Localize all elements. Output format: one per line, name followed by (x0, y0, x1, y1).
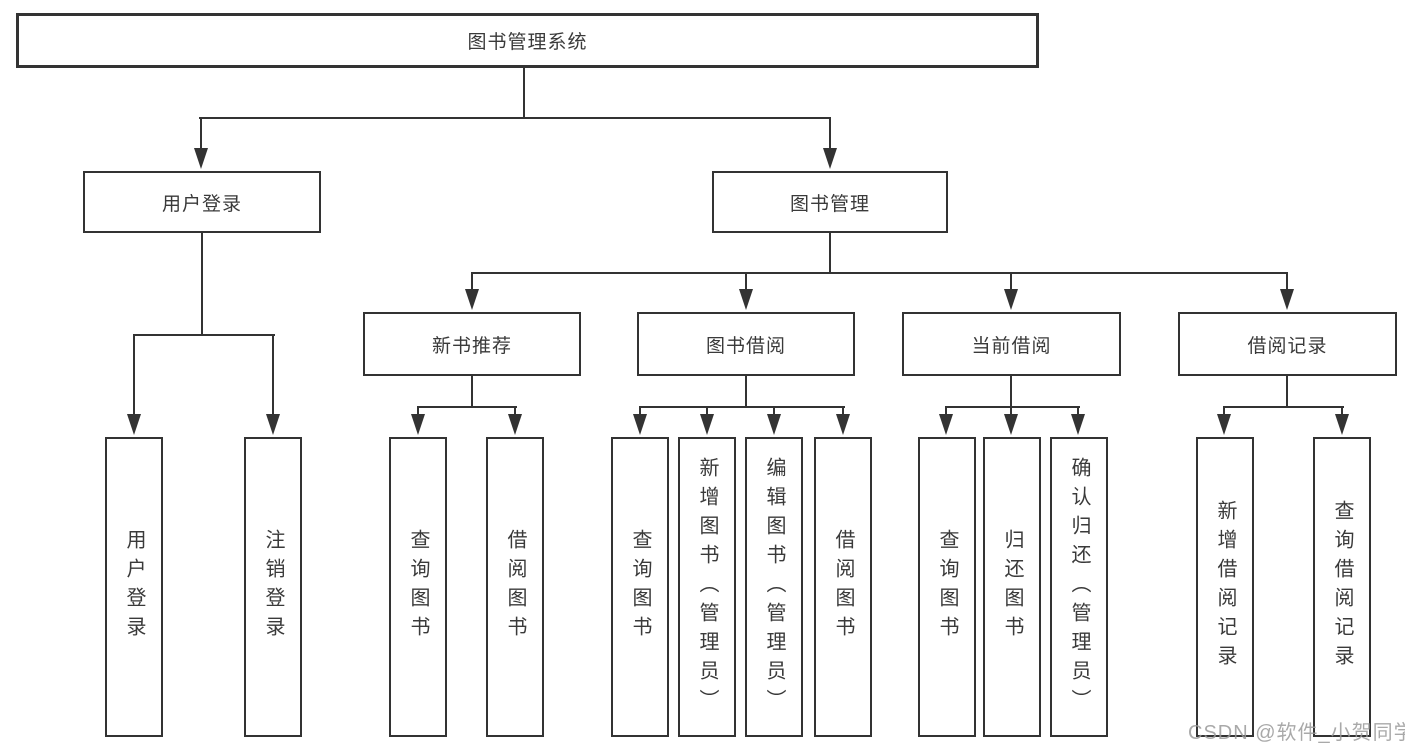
leaf-query-books-3: 查询图书 (918, 437, 976, 737)
node-label: 用户登录 (161, 193, 242, 215)
connector-drop-level2 (1286, 272, 1288, 292)
connector-level2-split (471, 272, 1288, 274)
leaf-logout: 注销登录 (244, 437, 302, 737)
connector-split (1223, 406, 1344, 408)
arrow-down-icon (508, 414, 522, 435)
leaf-confirm-return-admin: 确认归还（管理员） (1050, 437, 1108, 737)
leaf-borrow-books: 借阅图书 (486, 437, 544, 737)
connector-drop-level2 (1010, 272, 1012, 292)
arrow-down-icon (127, 414, 141, 435)
arrow-down-icon (739, 289, 753, 310)
arrow-down-icon (823, 148, 837, 169)
node-book-borrow: 图书借阅 (637, 312, 855, 376)
node-label: 图书管理系统 (467, 32, 588, 53)
connector-level1-split (199, 117, 831, 119)
arrow-down-icon (1004, 414, 1018, 435)
connector-drop-leaf (1077, 406, 1079, 418)
connector-drop-level2 (745, 272, 747, 292)
arrow-down-icon (411, 414, 425, 435)
node-root-library-system: 图书管理系统 (16, 13, 1039, 68)
connector-trunk (1010, 376, 1012, 408)
arrow-down-icon (1004, 289, 1018, 310)
arrow-down-icon (1071, 414, 1085, 435)
connector-trunk (745, 376, 747, 408)
leaf-label: 新增图书（管理员） (696, 456, 718, 718)
connector-drop-user-login (200, 117, 202, 151)
connector-drop-leaf (417, 406, 419, 418)
leaf-add-book-admin: 新增图书（管理员） (678, 437, 736, 737)
arrow-down-icon (194, 148, 208, 169)
connector-drop-book-mgmt (829, 117, 831, 151)
arrow-down-icon (1217, 414, 1231, 435)
arrow-down-icon (266, 414, 280, 435)
leaf-label: 确认归还（管理员） (1068, 456, 1090, 718)
leaf-label: 新增借阅记录 (1214, 500, 1236, 674)
arrow-down-icon (767, 414, 781, 435)
arrow-down-icon (1335, 414, 1349, 435)
arrow-down-icon (700, 414, 714, 435)
connector-drop-leaf (945, 406, 947, 418)
node-borrow-record: 借阅记录 (1178, 312, 1397, 376)
leaf-query-books-2: 查询图书 (611, 437, 669, 737)
connector-split (417, 406, 517, 408)
leaf-label: 查询图书 (936, 529, 958, 645)
connector-drop-level2 (471, 272, 473, 292)
node-user-login: 用户登录 (83, 171, 321, 233)
leaf-user-login: 用户登录 (105, 437, 163, 737)
connector-book-mgmt-trunk (829, 233, 831, 274)
arrow-down-icon (465, 289, 479, 310)
connector-user-login-split (133, 334, 275, 336)
leaf-label: 查询图书 (629, 529, 651, 645)
leaf-label: 归还图书 (1001, 529, 1023, 645)
arrow-down-icon (1280, 289, 1294, 310)
connector-root-trunk (523, 68, 525, 118)
arrow-down-icon (939, 414, 953, 435)
node-current-borrow: 当前借阅 (902, 312, 1121, 376)
connector-drop-leaf (1223, 406, 1225, 418)
leaf-borrow-books-2: 借阅图书 (814, 437, 872, 737)
leaf-label: 注销登录 (262, 529, 284, 645)
connector-drop-leaf (1341, 406, 1343, 418)
leaf-label: 编辑图书（管理员） (763, 456, 785, 718)
leaf-label: 借阅图书 (832, 529, 854, 645)
node-book-management: 图书管理 (712, 171, 948, 233)
leaf-add-borrow-record: 新增借阅记录 (1196, 437, 1254, 737)
leaf-label: 查询借阅记录 (1331, 500, 1353, 674)
leaf-query-books: 查询图书 (389, 437, 447, 737)
connector-drop-leaf (773, 406, 775, 418)
leaf-return-books: 归还图书 (983, 437, 1041, 737)
leaf-edit-book-admin: 编辑图书（管理员） (745, 437, 803, 737)
node-label: 新书推荐 (431, 335, 512, 357)
connector-trunk (1286, 376, 1288, 408)
node-label: 图书管理 (789, 193, 870, 215)
leaf-label: 用户登录 (123, 529, 145, 645)
leaf-label: 查询图书 (407, 529, 429, 645)
connector-split (639, 406, 845, 408)
connector-drop-leaf (1010, 406, 1012, 418)
leaf-label: 借阅图书 (504, 529, 526, 645)
leaf-query-borrow-record: 查询借阅记录 (1313, 437, 1371, 737)
connector-trunk (471, 376, 473, 408)
node-new-book-recommend: 新书推荐 (363, 312, 581, 376)
node-label: 图书借阅 (705, 335, 786, 357)
connector-drop-leaf (639, 406, 641, 418)
connector-drop-leaf (272, 334, 274, 418)
connector-drop-leaf (133, 334, 135, 418)
connector-drop-leaf (514, 406, 516, 418)
connector-drop-leaf (706, 406, 708, 418)
node-label: 当前借阅 (971, 335, 1052, 357)
connector-split (945, 406, 1080, 408)
arrow-down-icon (836, 414, 850, 435)
connector-user-login-trunk (201, 233, 203, 336)
csdn-watermark: CSDN @软件_小贺同学 (1188, 722, 1405, 744)
connector-drop-leaf (842, 406, 844, 418)
node-label: 借阅记录 (1247, 335, 1328, 357)
arrow-down-icon (633, 414, 647, 435)
